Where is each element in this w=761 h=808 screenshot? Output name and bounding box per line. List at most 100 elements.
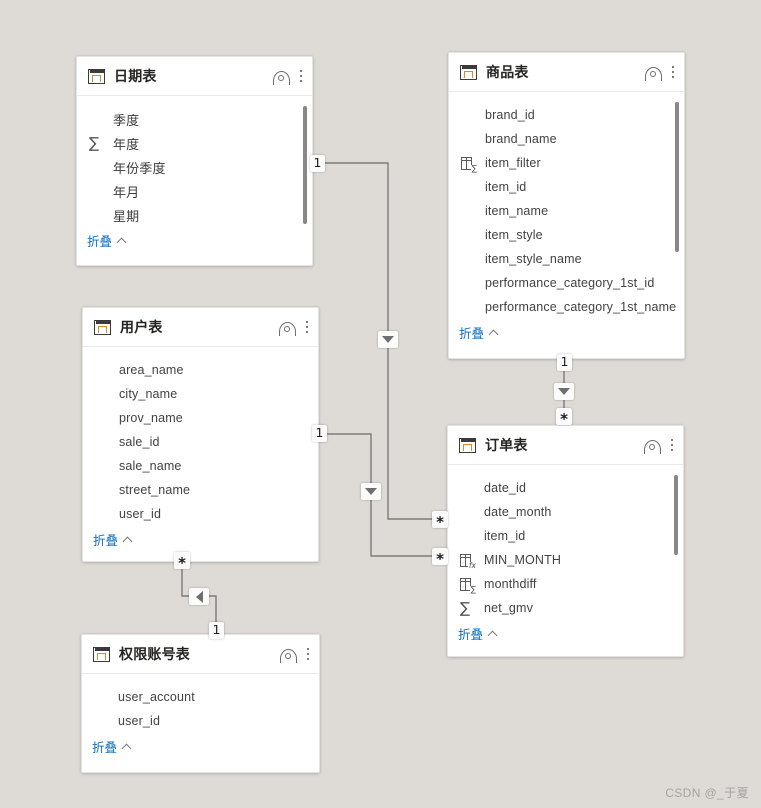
cardinality-label: * [560,410,568,428]
field-row[interactable]: user_account [82,685,319,709]
cardinality-badge-many[interactable]: * [556,408,572,428]
cardinality-badge-one[interactable]: 1 [209,622,224,639]
field-row[interactable]: brand_name [449,127,684,151]
cardinality-badge-many[interactable]: * [432,511,448,530]
field-row[interactable]: area_name [83,358,318,382]
field-row[interactable]: 星期 [77,203,312,227]
field-row[interactable]: sale_name [83,454,318,478]
measure-fx-icon: fx [460,552,478,570]
table-header-order-table[interactable]: 订单表 [448,426,683,465]
field-row[interactable]: ∑net_gmv [448,596,683,620]
field-row[interactable]: brand_id [449,103,684,127]
table-header-account-table[interactable]: 权限账号表 [82,635,319,674]
vertical-scrollbar-thumb[interactable] [675,102,679,252]
field-name: 年度 [113,136,140,152]
cardinality-badge-many[interactable]: * [174,552,190,571]
table-fields-date-table[interactable]: 季度∑年度年份季度年月星期折叠 [77,96,312,265]
triangle-down-icon [558,388,570,395]
field-row[interactable]: prov_name [83,406,318,430]
eye-icon[interactable] [280,648,297,663]
cross-filter-arrow-down[interactable] [361,483,381,500]
calculated-column-icon: ∑ [461,155,479,173]
table-title: 权限账号表 [119,646,190,662]
eye-icon[interactable] [645,66,662,81]
field-row[interactable]: sale_id [83,430,318,454]
vertical-scrollbar-thumb[interactable] [674,475,678,555]
field-name: item_style_name [485,252,582,266]
table-header-actions[interactable] [280,647,310,663]
triangle-down-icon [382,336,394,343]
field-row[interactable]: 年份季度 [77,155,312,179]
field-row[interactable]: date_month [448,500,683,524]
table-header-actions[interactable] [279,320,309,336]
cross-filter-arrow-down[interactable] [378,331,398,348]
chevron-up-icon [123,535,132,544]
field-name: item_id [484,529,526,543]
cardinality-badge-one[interactable]: 1 [557,354,572,371]
cross-filter-arrow-down[interactable] [554,383,574,400]
collapse-button[interactable]: 折叠 [77,229,312,251]
collapse-button[interactable]: 折叠 [448,622,683,644]
field-icon-none [461,131,479,147]
field-row[interactable]: item_id [448,524,683,548]
collapse-button[interactable]: 折叠 [82,735,319,757]
field-row[interactable]: ∑item_filter [449,151,684,175]
field-icon-none [461,227,479,243]
cardinality-badge-many[interactable]: * [432,548,448,567]
table-header-product-table[interactable]: 商品表 [449,53,684,92]
kebab-icon[interactable] [671,65,675,80]
table-header-user-table[interactable]: 用户表 [83,308,318,347]
kebab-icon[interactable] [306,647,310,662]
collapse-label: 折叠 [93,533,119,548]
eye-icon[interactable] [273,70,290,85]
table-card-date-table[interactable]: 日期表季度∑年度年份季度年月星期折叠 [76,56,313,266]
field-row[interactable]: performance_category_1st_name [449,295,684,319]
field-row[interactable]: item_id [449,175,684,199]
collapse-button[interactable]: 折叠 [449,321,684,343]
field-row[interactable]: date_id [448,476,683,500]
chevron-up-icon [488,629,497,638]
cardinality-label: 1 [560,354,569,370]
field-icon-none [95,506,113,522]
field-name: sale_id [119,435,160,449]
field-row[interactable]: user_id [83,502,318,526]
field-row[interactable]: user_id [82,709,319,733]
field-row[interactable]: performance_category_1st_id [449,271,684,295]
field-row[interactable]: ∑monthdiff [448,572,683,596]
field-row[interactable]: 季度 [77,107,312,131]
table-header-actions[interactable] [273,69,303,85]
field-row[interactable]: street_name [83,478,318,502]
field-icon-none [461,275,479,291]
kebab-icon[interactable] [305,320,309,335]
table-header-date-table[interactable]: 日期表 [77,57,312,96]
kebab-icon[interactable] [299,69,303,84]
vertical-scrollbar-thumb[interactable] [303,106,307,224]
field-row[interactable]: item_style [449,223,684,247]
cardinality-badge-one[interactable]: 1 [310,155,325,172]
field-row[interactable]: ∑年度 [77,131,312,155]
field-row[interactable]: city_name [83,382,318,406]
field-name: brand_id [485,108,535,122]
eye-icon[interactable] [279,321,296,336]
sigma-icon: ∑ [460,598,471,617]
eye-icon[interactable] [644,439,661,454]
table-header-actions[interactable] [645,65,675,81]
field-row[interactable]: item_name [449,199,684,223]
cardinality-badge-one[interactable]: 1 [312,425,327,442]
field-row[interactable]: item_style_name [449,247,684,271]
kebab-icon[interactable] [670,438,674,453]
cross-filter-arrow-left[interactable] [189,588,209,605]
table-header-actions[interactable] [644,438,674,454]
collapse-button[interactable]: 折叠 [83,528,318,550]
field-row[interactable]: 年月 [77,179,312,203]
